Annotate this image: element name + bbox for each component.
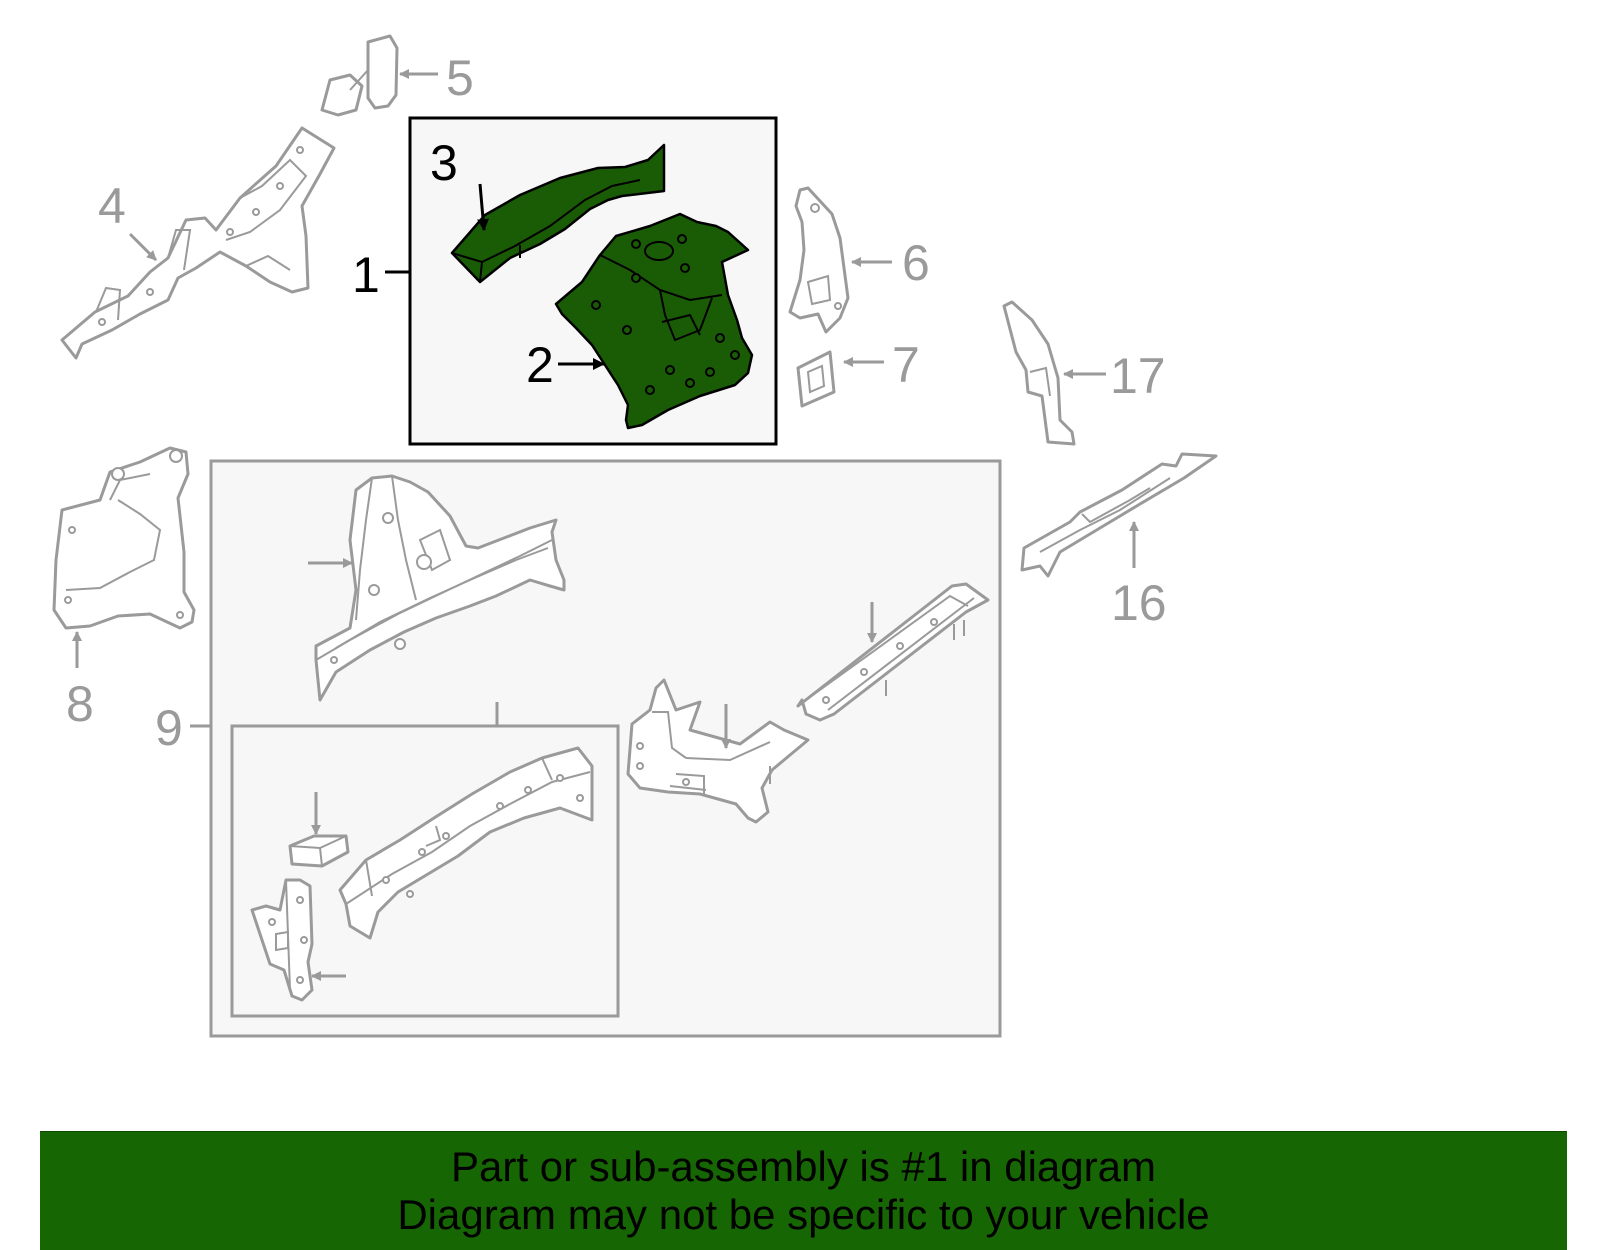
part-12-bracket[interactable] — [250, 878, 346, 1002]
callout-7: 7 — [892, 337, 920, 393]
callout-8: 8 — [66, 676, 94, 732]
part-8-panel[interactable] — [52, 446, 196, 668]
part-13-block[interactable] — [288, 792, 350, 868]
callout-16: 16 — [1111, 575, 1167, 631]
banner-line-part: Part or sub-assembly is #1 in diagram — [451, 1143, 1156, 1190]
part-5-bracket[interactable] — [320, 34, 438, 117]
assembly-11-group[interactable] — [230, 702, 620, 1018]
callout-1: 1 — [352, 247, 380, 303]
info-banner: Part or sub-assembly is #1 in diagram Di… — [40, 1131, 1567, 1250]
part-7-plate[interactable] — [796, 350, 884, 408]
part-14-bracket[interactable] — [626, 678, 810, 824]
assembly-1-group[interactable] — [385, 116, 778, 446]
part-11-rail-inner[interactable] — [338, 746, 594, 940]
part-2-wheelhouse[interactable] — [554, 212, 754, 430]
callout-2: 2 — [526, 337, 554, 393]
callout-5: 5 — [446, 50, 474, 106]
part-3-apron-rail[interactable] — [450, 143, 666, 284]
callout-4: 4 — [98, 178, 126, 234]
part-4-apron-reinforcement[interactable] — [60, 126, 336, 360]
callout-9: 9 — [155, 700, 183, 756]
part-17-bracket[interactable] — [1002, 300, 1106, 446]
callout-6: 6 — [902, 235, 930, 291]
callout-3: 3 — [430, 135, 458, 191]
part-15-rail-extension[interactable] — [796, 582, 990, 722]
part-10-rail-outer[interactable] — [308, 474, 566, 702]
callout-17: 17 — [1110, 348, 1166, 404]
assembly-9-group[interactable] — [190, 459, 1002, 1038]
banner-line-disclaimer: Diagram may not be specific to your vehi… — [397, 1191, 1210, 1238]
part-16-crossmember[interactable] — [1020, 452, 1218, 578]
part-6-bracket[interactable] — [788, 186, 892, 334]
